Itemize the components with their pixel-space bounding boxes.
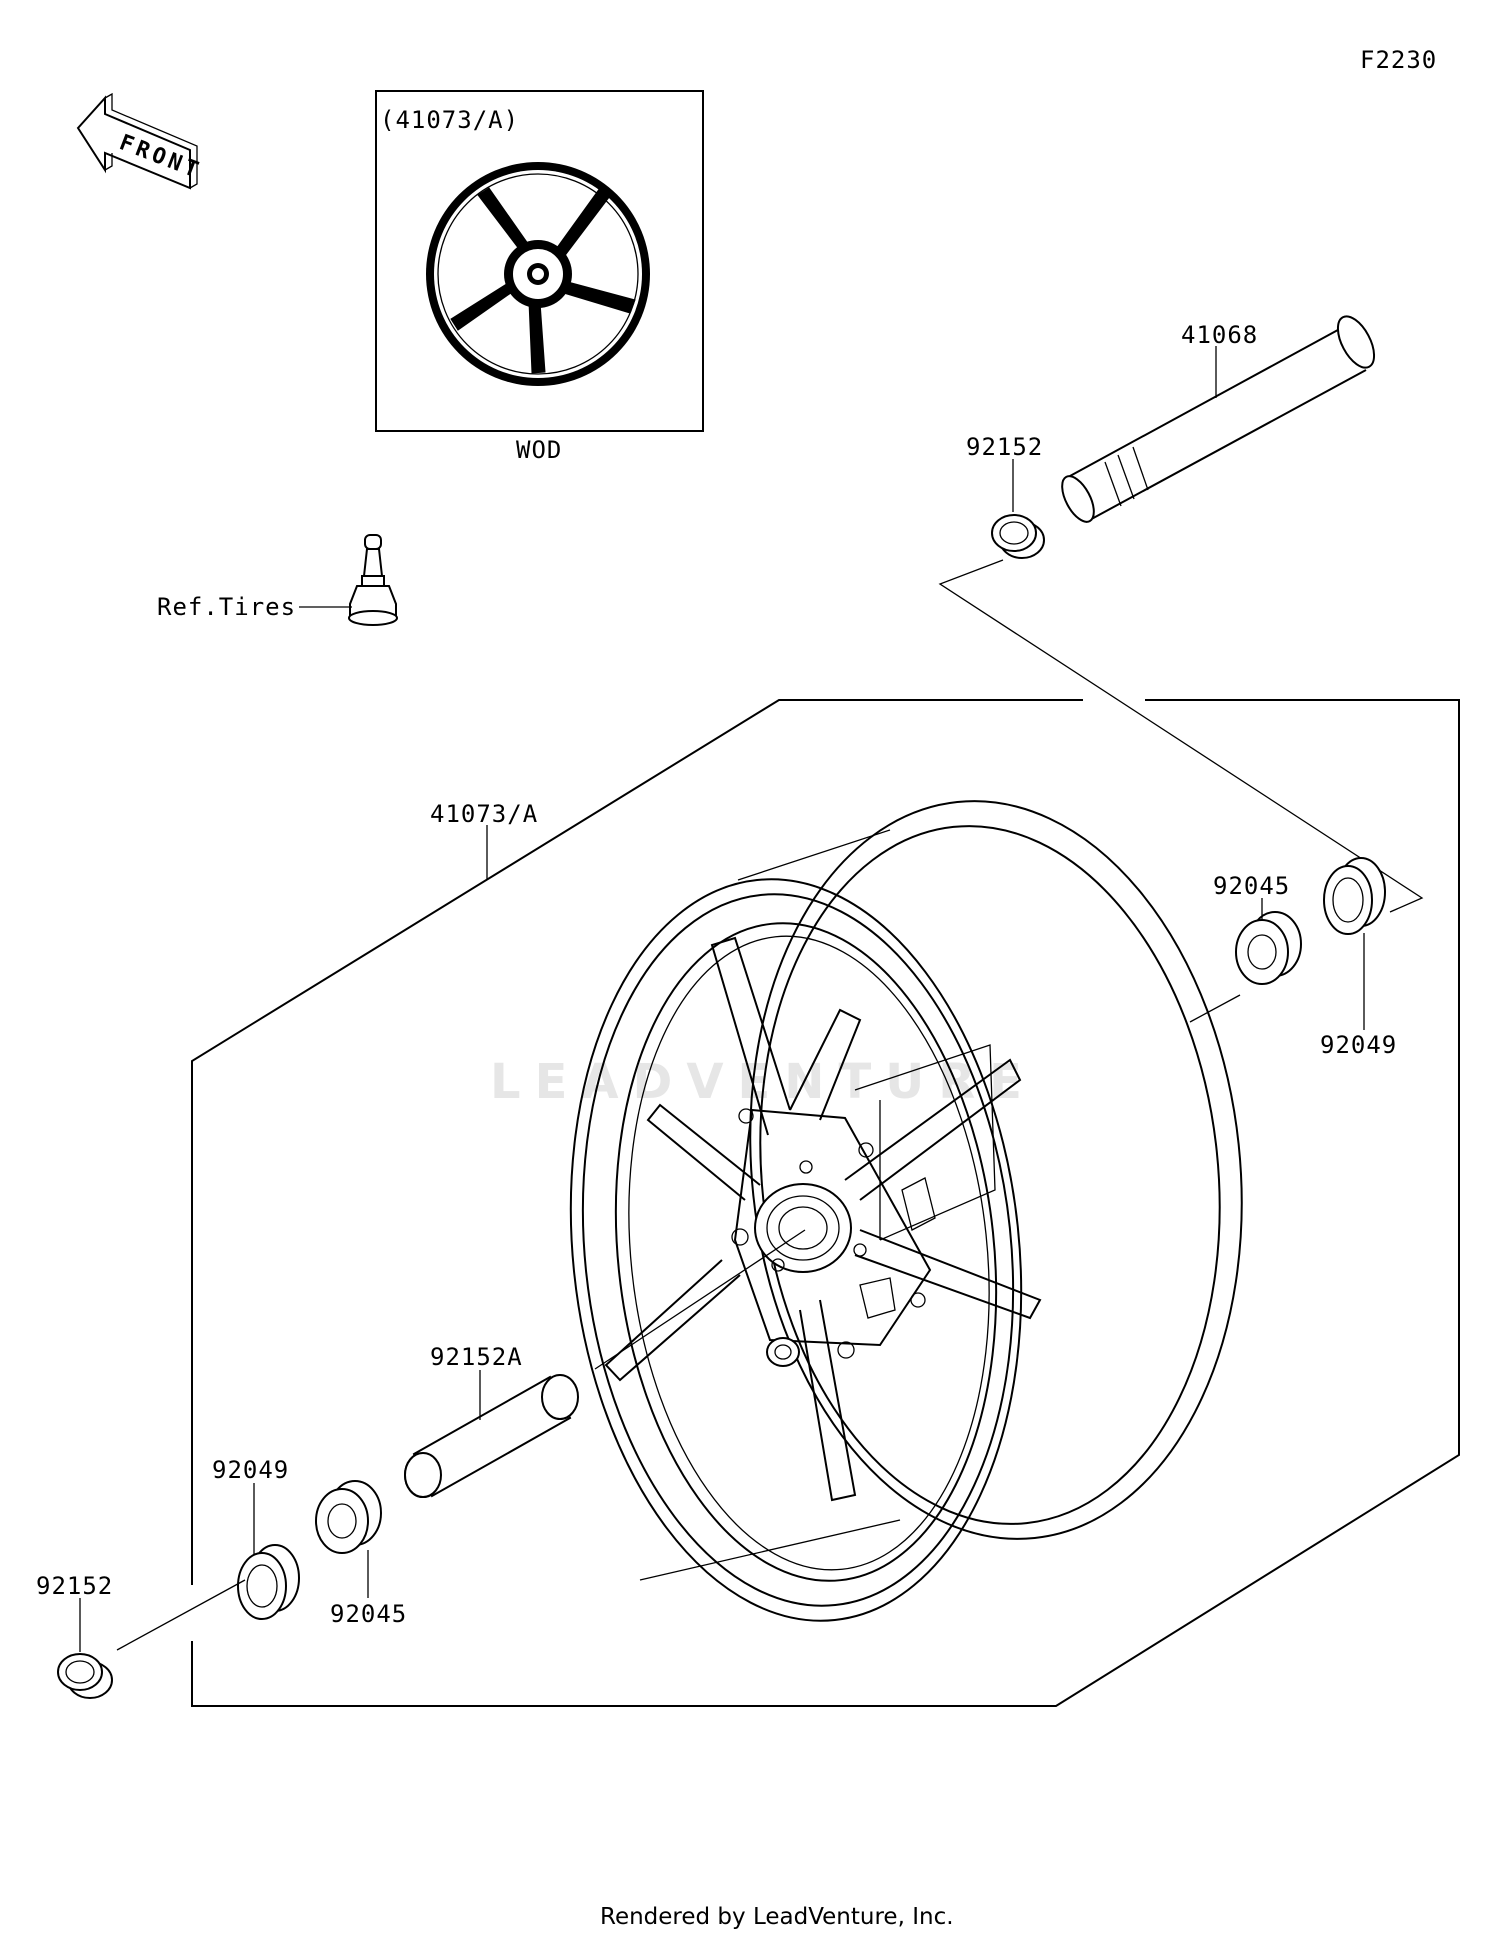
figure-id: F2230	[1360, 46, 1437, 74]
inset-title: (41073/A)	[380, 106, 519, 134]
valve-ref-label: Ref.Tires	[157, 593, 296, 621]
seal-right-label: 92049	[1320, 1031, 1397, 1059]
valve-stem-icon	[348, 534, 398, 626]
inset-box: (41073/A) WOD	[375, 90, 704, 464]
bearing-right-icon	[1235, 911, 1302, 985]
front-arrow-icon: FRONT	[76, 92, 205, 190]
inset-caption: WOD	[516, 436, 562, 464]
wheel-label: 41073/A	[430, 800, 538, 828]
bearing-left-label: 92045	[330, 1600, 407, 1628]
axle-label: 41068	[1181, 321, 1258, 349]
spacer-label: 92152A	[430, 1343, 523, 1371]
inset-wheel-icon	[426, 162, 650, 386]
bearing-right-label: 92045	[1213, 872, 1290, 900]
seal-right-icon	[1323, 857, 1386, 935]
collar-left-icon	[57, 1653, 113, 1699]
collar-top-icon	[991, 514, 1045, 559]
collar-top-label: 92152	[966, 433, 1043, 461]
spacer-icon	[404, 1374, 579, 1498]
collar-left-label: 92152	[36, 1572, 113, 1600]
axle-icon	[1061, 315, 1376, 523]
bearing-left-icon	[315, 1480, 382, 1554]
seal-left-label: 92049	[212, 1456, 289, 1484]
seal-left-icon	[237, 1544, 300, 1620]
front-wheel-icon	[569, 800, 1243, 1622]
footer-credit: Rendered by LeadVenture, Inc.	[600, 1904, 954, 1930]
